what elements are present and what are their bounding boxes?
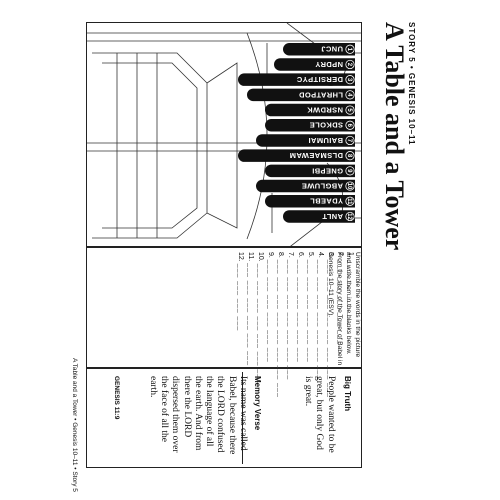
stone-number-badge-5 [345,105,355,115]
box-divider [242,372,243,464]
word-stone-7 [256,134,355,147]
stone-number-11: 11 [346,198,352,205]
blank-4-label: 4. [317,252,324,258]
word-stone-5 [265,103,355,117]
blank-2-label: 2. [337,252,344,258]
stone-number-1: 1 [346,48,352,52]
word-stone-11 [265,195,355,208]
stone-number-10: 10 [346,183,352,190]
stone-number-badge-6 [345,120,355,130]
scrambled-word-6: SDKOLE [309,121,343,130]
word-stone-1 [283,43,355,56]
blank-7[interactable]: 7. ___ ___ ___ ___ ___ ___ ___ [287,252,294,381]
scrambled-word-4: LHRATPOD [299,90,343,99]
blank-9-label: 9. [267,252,274,258]
stone-number-badge-4 [345,90,355,100]
blank-5-label: 5. [307,252,314,258]
stone-number-7: 7 [346,139,352,143]
scrambled-word-3: DERSITPYC [296,75,343,84]
blank-4[interactable]: 4. ___ ___ ___ ___ ___ ___ ___ [317,252,324,381]
stone-number-badge-8 [345,151,355,161]
stone-number-12: 12 [346,213,352,220]
scrambled-word-2: NPDRY [315,60,343,69]
blank-12[interactable]: 12. ___ ___ ___ ___ [237,252,244,332]
stone-number-6: 6 [346,124,352,128]
blank-6[interactable]: 6. ___ ___ ___ ___ ___ ___ [297,252,304,363]
title-block: STORY 5 • GENESIS 10–11 A Table and a To… [379,22,416,250]
scrambled-word-12: ANLT [322,212,343,221]
stone-number-badge-3 [345,75,355,85]
scrambled-word-1: UNCJ [321,45,343,54]
big-truth-text: People wanted to be great, but only God … [303,376,336,453]
blank-11[interactable]: 11. ___ ___ ___ ___ ___ ___ [247,252,254,366]
stone-number-5: 5 [346,108,352,112]
word-stone-2 [274,58,355,71]
word-stone-12 [283,210,355,223]
blank-9[interactable]: 9. ___ ___ ___ ___ ___ ___ [267,252,274,363]
stone-number-2: 2 [346,63,352,67]
stone-number-badge-12 [345,211,355,222]
page-footer: A Table and a Tower • Genesis 10–11 • St… [71,358,78,492]
memory-verse-reference: GENESIS 11:9 [113,376,120,420]
blank-1[interactable]: 1. ___ ___ ___ ___ [347,252,354,328]
blank-10-label: 10. [257,252,264,262]
word-stone-3 [238,73,355,86]
scrambled-word-5: NSRDWK [307,105,343,114]
stone-number-badge-2 [345,59,355,70]
scrambled-word-8: DLSMAEWAM [289,151,343,160]
blank-10[interactable]: 10. ___ ___ ___ ___ ___ ___ ___ [257,252,264,385]
stone-number-badge-1 [345,44,355,54]
blank-5[interactable]: 5. ___ ___ ___ ___ ___ ___ [307,252,314,363]
blank-6-label: 6. [297,252,304,258]
scrambled-word-9: GNEPBI [312,166,343,175]
blank-8-label: 8. [277,252,284,258]
stone-number-8: 8 [346,154,352,158]
scrambled-word-10: ABGLUWE [301,181,343,190]
stone-number-4: 4 [346,93,352,97]
page-title: A Table and a Tower [380,22,409,251]
memory-verse-heading: Memory Verse [253,376,262,431]
blank-12-label: 12. [237,252,244,262]
big-truth-heading: Big Truth [343,376,352,412]
truth-verse-box [86,368,362,468]
memory-verse-text: Its name was called Babel, because there… [147,376,248,455]
stone-number-badge-7 [345,135,355,146]
word-stone-6 [265,119,355,132]
stone-number-9: 9 [346,169,352,173]
scrambled-word-11: YDAEBL [310,197,343,206]
word-stone-9 [265,164,355,178]
stone-number-3: 3 [346,78,352,82]
stone-number-badge-11 [345,196,355,206]
stone-number-badge-10 [345,181,355,191]
answer-area [86,246,362,368]
blank-3-label: 3. [327,252,334,258]
word-stone-8 [238,149,355,162]
blank-7-label: 7. [287,252,294,258]
word-stone-4 [246,88,355,102]
blank-2[interactable]: 2. ___ ___ ___ ___ ___ [337,252,344,345]
scrambled-word-7: BAIUMAI [308,136,343,145]
blank-11-label: 11. [247,252,254,262]
word-stone-10 [256,179,355,193]
stone-number-badge-9 [345,166,355,176]
blank-1-label: 1. [347,252,354,258]
